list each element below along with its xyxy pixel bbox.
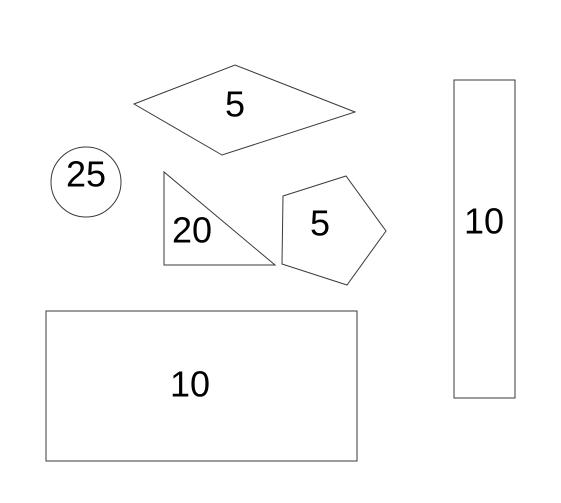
rhombus-label: 5 [225,84,245,125]
circle-shape: 25 [50,146,122,218]
pentagon-outline [281,175,387,286]
triangle-shape: 20 [163,170,277,266]
tall-rectangle-label: 10 [464,201,504,242]
wide-rectangle-outline [45,310,358,462]
tall-rectangle-shape: 10 [453,79,516,399]
pentagon-label: 5 [310,203,330,244]
tall-rectangle-outline [453,79,516,399]
wide-rectangle-shape: 10 [45,310,358,462]
rhombus-outline [132,64,357,156]
wide-rectangle-label: 10 [170,364,210,405]
rhombus-shape: 5 [132,64,357,156]
circle-outline [50,146,122,218]
pentagon-shape: 5 [281,175,387,286]
circle-label: 25 [66,154,106,195]
triangle-label: 20 [172,210,212,251]
triangle-outline [163,170,277,266]
